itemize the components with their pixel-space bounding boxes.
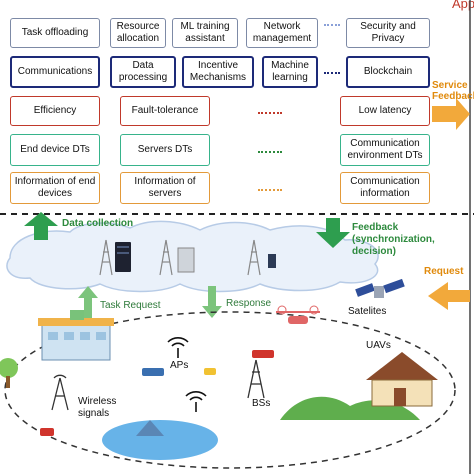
- house: [366, 352, 438, 407]
- task-request-arrow: [78, 286, 98, 320]
- bss-label: BSs: [252, 398, 271, 409]
- row2-ellipsis: [324, 72, 340, 74]
- response-arrow: [202, 286, 222, 318]
- data-collection-label: Data collection: [62, 218, 134, 229]
- feedback-arrow: [316, 218, 350, 248]
- feedback-label: Feedback (synchronization, decision): [352, 222, 435, 257]
- end-device-dts-box: End device DTs: [10, 134, 100, 166]
- row1-ellipsis: [324, 24, 340, 26]
- mountain-small: [136, 420, 164, 436]
- car-red: [252, 350, 274, 358]
- communications-box: Communications: [10, 56, 100, 88]
- data-collection-arrow: [24, 212, 58, 240]
- information-end-devices-box: Information of end devices: [10, 172, 100, 204]
- row3-ellipsis: [258, 112, 282, 114]
- communication-environment-dts-box: Communication environment DTs: [340, 134, 430, 166]
- service-feedback-label: Service Feedback: [432, 80, 474, 102]
- car-red-2: [40, 428, 54, 436]
- security-privacy-box: Security and Privacy: [346, 18, 430, 48]
- uavs-label: UAVs: [366, 340, 391, 351]
- cloud-tower-1: [99, 239, 113, 276]
- edge-building: [38, 310, 114, 361]
- application-header: App: [452, 0, 474, 11]
- response-label: Response: [226, 298, 272, 309]
- servers-dts-box: Servers DTs: [120, 134, 210, 166]
- cloud-tower-3: [247, 239, 261, 276]
- row4-ellipsis: [258, 151, 282, 153]
- communication-information-box: Communication information: [340, 172, 430, 204]
- wireless-signals-label: Wireless signals: [78, 396, 117, 419]
- efficiency-box: Efficiency: [10, 96, 100, 126]
- satellite-graphic: [355, 278, 405, 298]
- wireless-tower: [51, 374, 69, 411]
- car-blue: [142, 368, 164, 376]
- bs-tower: [247, 359, 265, 399]
- incentive-mechanisms-box: Incentive Mechanisms: [182, 56, 254, 88]
- ap-icon: [167, 337, 189, 358]
- car-yellow: [204, 368, 216, 375]
- uav-graphic: [276, 305, 320, 324]
- task-request-label: Task Request: [100, 300, 161, 311]
- network-management-box: Network management: [246, 18, 318, 48]
- server-rack: [115, 242, 131, 272]
- cloud-device: [268, 254, 276, 268]
- ap-icon-2: [185, 391, 207, 412]
- data-processing-box: Data processing: [110, 56, 176, 88]
- cloud-tower-2: [159, 239, 173, 276]
- application-panel-border: [469, 0, 471, 474]
- cloud-server-box: [177, 247, 195, 273]
- ml-training-assistant-box: ML training assistant: [172, 18, 238, 48]
- request-arrow: [428, 282, 470, 310]
- resource-allocation-box: Resource allocation: [110, 18, 166, 48]
- satelites-label: Satelites: [348, 306, 387, 317]
- low-latency-box: Low latency: [340, 96, 430, 126]
- fault-tolerance-box: Fault-tolerance: [120, 96, 210, 126]
- information-servers-box: Information of servers: [120, 172, 210, 204]
- row5-ellipsis: [258, 189, 282, 191]
- task-offloading-box: Task offloading: [10, 18, 100, 48]
- blockchain-box: Blockchain: [346, 56, 430, 88]
- machine-learning-box: Machine learning: [262, 56, 318, 88]
- edge-area-boundary: [4, 311, 456, 469]
- tree: [0, 358, 18, 378]
- aps-label: APs: [170, 360, 189, 371]
- lake: [102, 420, 218, 460]
- request-label: Request: [424, 266, 464, 277]
